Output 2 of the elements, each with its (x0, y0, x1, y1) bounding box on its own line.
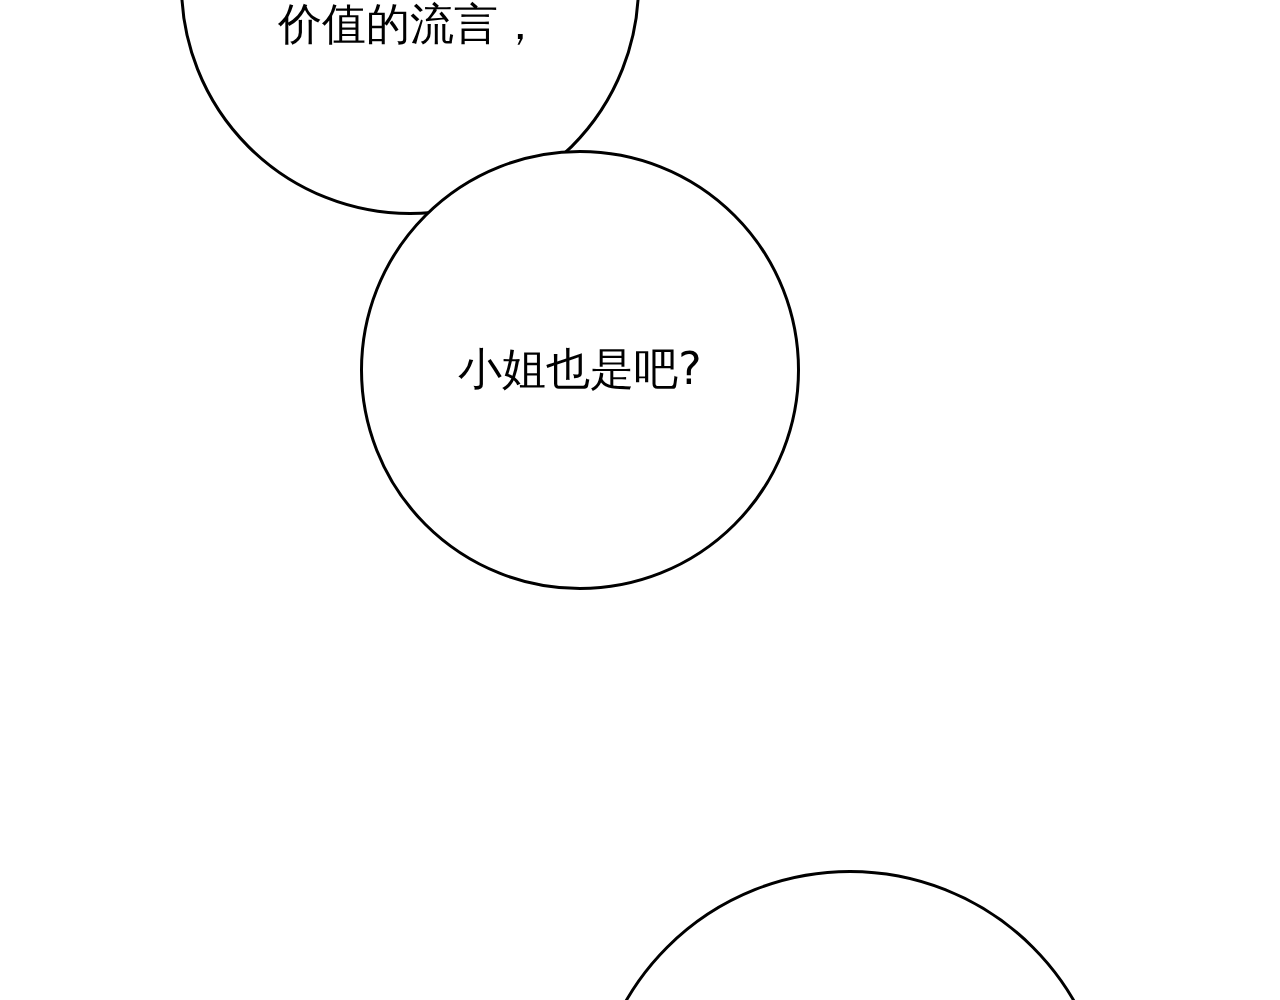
dialogue-text: 价值的流言， (277, 0, 543, 51)
dialogue-text: 小姐也是吧? (457, 342, 703, 396)
